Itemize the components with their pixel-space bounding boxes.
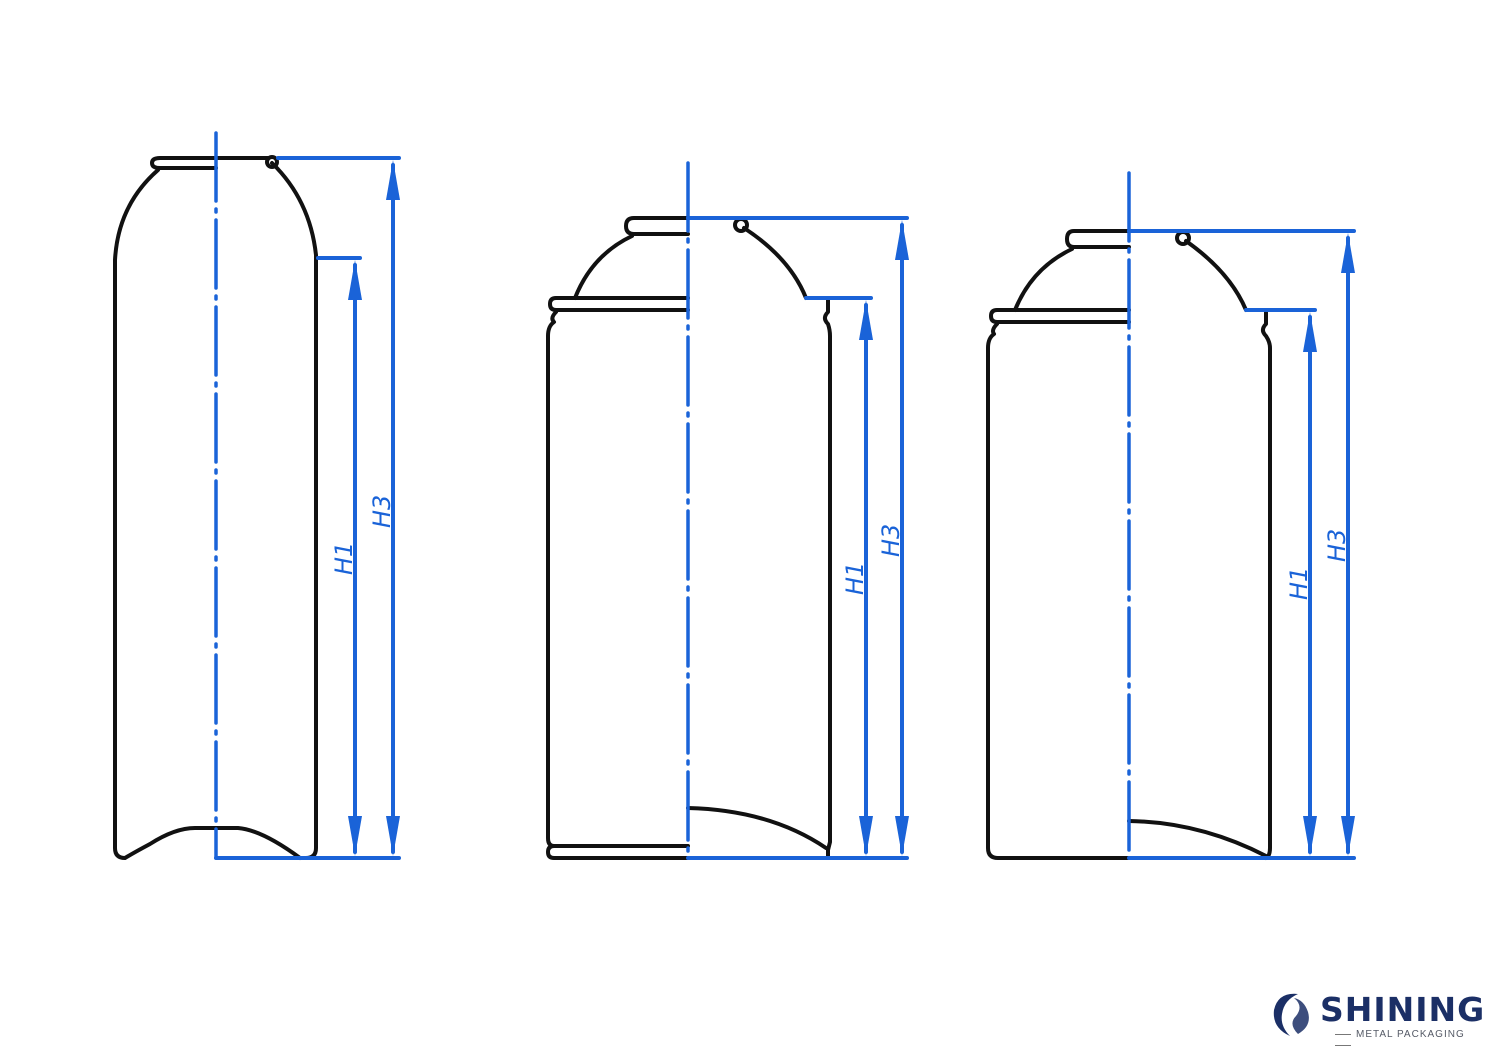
can-2-curl xyxy=(733,217,749,233)
can-3-outline xyxy=(986,229,1272,860)
can-1-h3-arrow-up xyxy=(386,160,400,200)
can-1: H1 H3 xyxy=(113,131,401,860)
can-2-h3-arrow-down xyxy=(895,816,909,856)
brand-logo: SHINING METAL PACKAGING xyxy=(1268,988,1486,1051)
can-3-h3-arrow-down xyxy=(1341,816,1355,856)
can-3-h1-arrow-up xyxy=(1303,312,1317,352)
logo-tagline: METAL PACKAGING xyxy=(1330,1029,1483,1051)
can-1-h1-arrow-down xyxy=(348,816,362,856)
can-2-outline xyxy=(546,216,832,860)
can-1-h3-label: H3 xyxy=(368,495,396,528)
can-3-h3-label: H3 xyxy=(1323,529,1351,562)
can-3-h1-arrow-down xyxy=(1303,816,1317,856)
can-2-h1-arrow-up xyxy=(859,300,873,340)
can-3-h3-arrow-up xyxy=(1341,233,1355,273)
can-1-outline xyxy=(113,156,318,860)
can-3-curl xyxy=(1175,230,1191,246)
can-1-h1-label: H1 xyxy=(330,542,358,575)
can-2-h1-label: H1 xyxy=(841,562,869,595)
can-2-h3-arrow-up xyxy=(895,220,909,260)
can-1-h3-arrow-down xyxy=(386,816,400,856)
can-2-h1-arrow-down xyxy=(859,816,873,856)
can-1-curl xyxy=(265,155,279,169)
can-2: H1 H3 xyxy=(546,161,909,860)
can-3-h1-label: H1 xyxy=(1285,567,1313,600)
can-3: H1 H3 xyxy=(986,171,1356,860)
can-1-h1-arrow-up xyxy=(348,260,362,300)
can-2-h3-label: H3 xyxy=(877,524,905,557)
logo-swoosh-icon xyxy=(1273,993,1309,1036)
logo-brand-name: SHINING xyxy=(1320,990,1486,1029)
